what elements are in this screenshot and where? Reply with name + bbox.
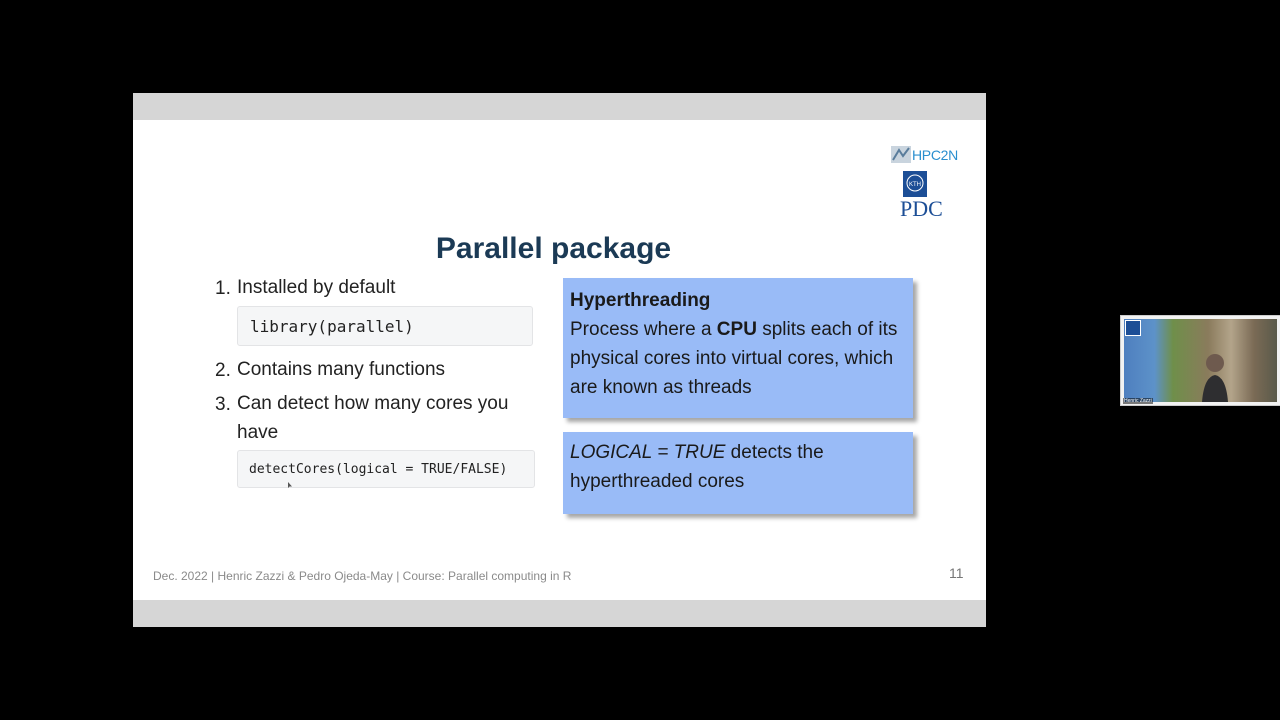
box-text-line: LOGICAL = TRUE detects the	[570, 442, 824, 463]
list-item-number: 3.	[215, 394, 231, 415]
list-item-text: Contains many functions	[237, 359, 446, 380]
list-item-text-line: Can detect how many cores you	[237, 393, 509, 414]
hpc2n-logo-icon	[891, 146, 911, 163]
box-text-line: are known as threads	[570, 377, 752, 398]
kth-logo-icon: KTH	[903, 171, 927, 197]
hpc2n-logo-text: HPC2N	[912, 147, 958, 163]
box-text-line: hyperthreaded cores	[570, 471, 745, 492]
svg-text:KTH: KTH	[909, 182, 921, 188]
logos: HPC2N KTH PDC	[891, 146, 971, 222]
list-item-number: 2.	[215, 360, 231, 381]
slide-title: Parallel package	[435, 232, 672, 265]
list-item-number: 1.	[215, 278, 231, 299]
webcam-name-label: Henric Zazzi	[1123, 398, 1153, 404]
box-text-line: Process where a CPU splits each of its	[570, 319, 898, 340]
list-item-text: Installed by default	[237, 277, 396, 298]
hyperthreading-box: Hyperthreading Process where a CPU split…	[563, 278, 913, 418]
mouse-cursor-icon	[288, 482, 292, 488]
webcam-thumbnail[interactable]: Henric Zazzi	[1120, 315, 1280, 406]
webcam-video	[1124, 319, 1277, 402]
code-block-library: library(parallel)	[237, 306, 533, 346]
slide-frame: HPC2N KTH PDC Parallel package 1. Instal…	[133, 93, 986, 627]
list-item-text-line: have	[237, 422, 279, 443]
slide-footer: Dec. 2022 | Henric Zazzi & Pedro Ojeda-M…	[153, 569, 572, 583]
kth-logo-icon	[1125, 320, 1141, 336]
page-number: 11	[949, 565, 964, 581]
presenter-silhouette	[1202, 354, 1228, 402]
pdc-logo-text: PDC	[900, 196, 943, 221]
code-block-detectcores: detectCores(logical = TRUE/FALSE)	[237, 450, 535, 488]
slide: HPC2N KTH PDC Parallel package 1. Instal…	[133, 120, 986, 600]
box-heading: Hyperthreading	[570, 290, 711, 311]
list-item-text: Can detect how many cores you have	[237, 389, 508, 447]
box-text-line: physical cores into virtual cores, which	[570, 348, 894, 369]
logical-box: LOGICAL = TRUE detects the hyperthreaded…	[563, 432, 913, 514]
